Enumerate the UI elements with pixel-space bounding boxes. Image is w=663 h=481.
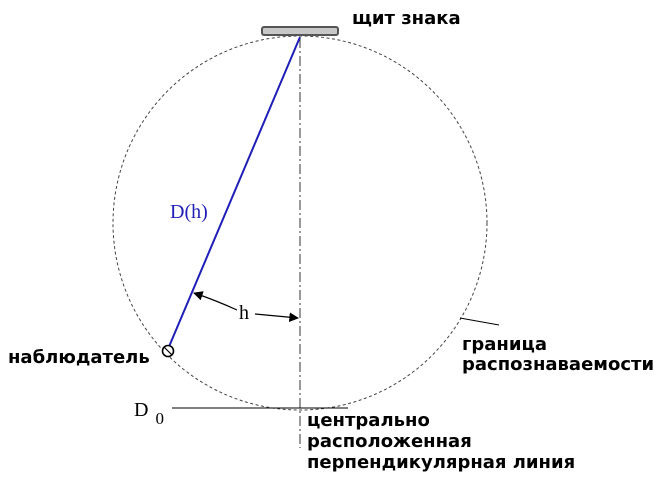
boundary-label-line1: граница (462, 334, 547, 355)
sign-plate (261, 26, 339, 36)
observer-label: наблюдатель (8, 347, 150, 368)
sign-plate-label: щит знака (352, 8, 461, 29)
center-line-label-2: расположенная (307, 431, 472, 452)
center-line-label-3: перпендикулярная линия (307, 452, 575, 473)
d0-label-sub: 0 (155, 409, 164, 428)
boundary-leader-line (459, 317, 500, 326)
d0-label: D 0 (134, 399, 164, 428)
offset-label: h (239, 302, 249, 324)
distance-function-label: D(h) (170, 201, 208, 223)
h-arrow-left (193, 291, 238, 311)
center-line-label-1: центрально (307, 410, 430, 431)
sight-line (167, 36, 301, 350)
boundary-label-line2: распознаваемости (462, 354, 654, 375)
h-arrow-right (254, 312, 299, 322)
d0-label-main: D (134, 399, 148, 421)
observer-marker-cross (164, 347, 172, 355)
